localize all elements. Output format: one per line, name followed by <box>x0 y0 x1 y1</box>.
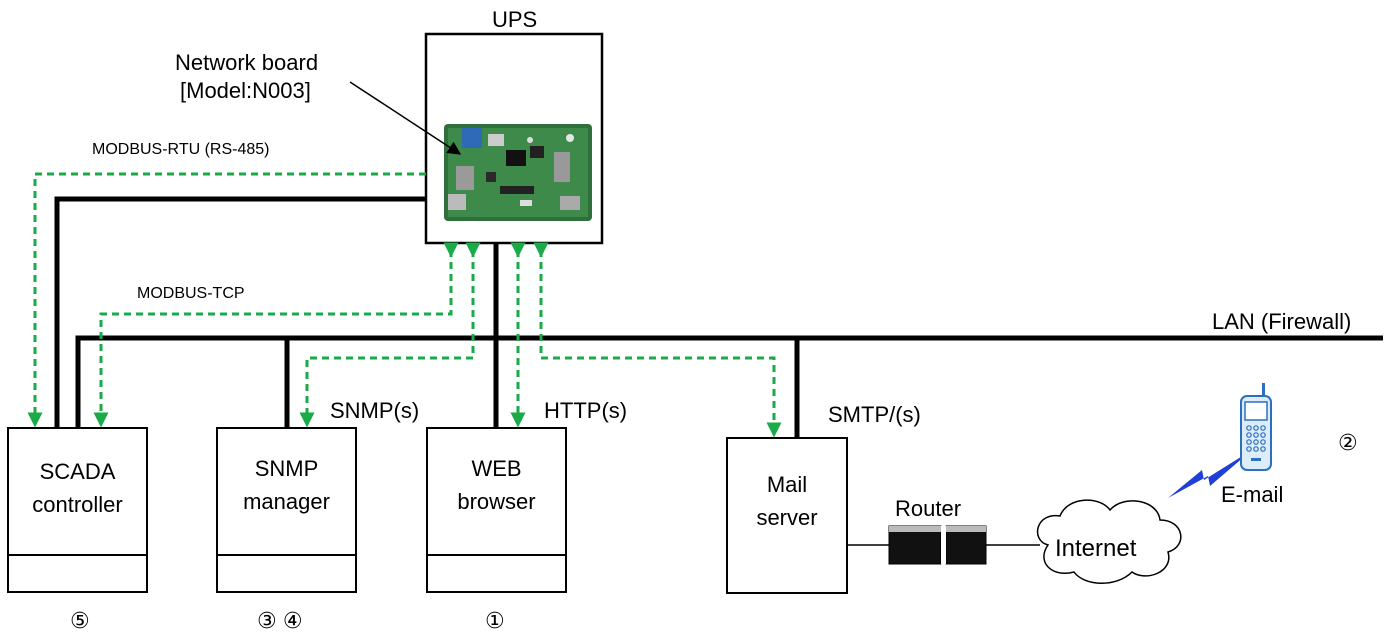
ups-title: UPS <box>492 7 538 32</box>
lan-wiring <box>54 196 1383 438</box>
modbus-tcp-label: MODBUS-TCP <box>137 285 245 302</box>
scada-controller-label: SCADA controller <box>8 455 147 521</box>
scada-line1: SCADA <box>39 459 116 484</box>
email-label: E-mail <box>1221 482 1284 507</box>
scada-controller-box <box>7 427 148 593</box>
router-icon <box>888 525 987 565</box>
marker-1: ① <box>485 608 505 633</box>
marker-3-4: ③ ④ <box>257 608 303 633</box>
mail-line2: server <box>756 505 818 530</box>
mail-server-label: Mail server <box>727 468 847 534</box>
marker-2: ② <box>1338 430 1358 455</box>
snmp-manager-box <box>216 427 357 593</box>
snmp-line2: manager <box>243 489 330 514</box>
lan-label: LAN (Firewall) <box>1212 309 1352 334</box>
web-line1: WEB <box>471 456 522 481</box>
mail-server-box <box>726 437 848 594</box>
scada-line2: controller <box>32 492 123 517</box>
web-browser-box <box>426 427 567 593</box>
modbus-rtu-label: MODBUS-RTU (RS-485) <box>92 141 270 158</box>
snmp-manager-label: SNMP manager <box>217 452 356 518</box>
network-board-image <box>444 124 592 221</box>
wireless-lightning-icon <box>1168 450 1252 498</box>
snmp-line1: SNMP <box>254 456 319 481</box>
snmp-protocol-label: SNMP(s) <box>330 398 420 423</box>
web-line2: browser <box>457 489 536 514</box>
smtp-protocol-label: SMTP/(s) <box>828 402 921 427</box>
internet-cloud-icon <box>1036 499 1182 584</box>
network-board-label: Network board <box>175 50 319 75</box>
marker-5: ⑤ <box>70 608 90 633</box>
router-label: Router <box>895 496 962 521</box>
network-board-model: [Model:N003] <box>180 78 311 103</box>
mobile-phone-icon <box>1240 383 1272 471</box>
protocol-links <box>27 172 782 438</box>
board-pointer-arrow <box>349 81 462 155</box>
internet-label: Internet <box>1055 535 1137 562</box>
http-protocol-label: HTTP(s) <box>544 398 628 423</box>
mail-line1: Mail <box>766 472 808 497</box>
web-browser-label: WEB browser <box>427 452 566 518</box>
